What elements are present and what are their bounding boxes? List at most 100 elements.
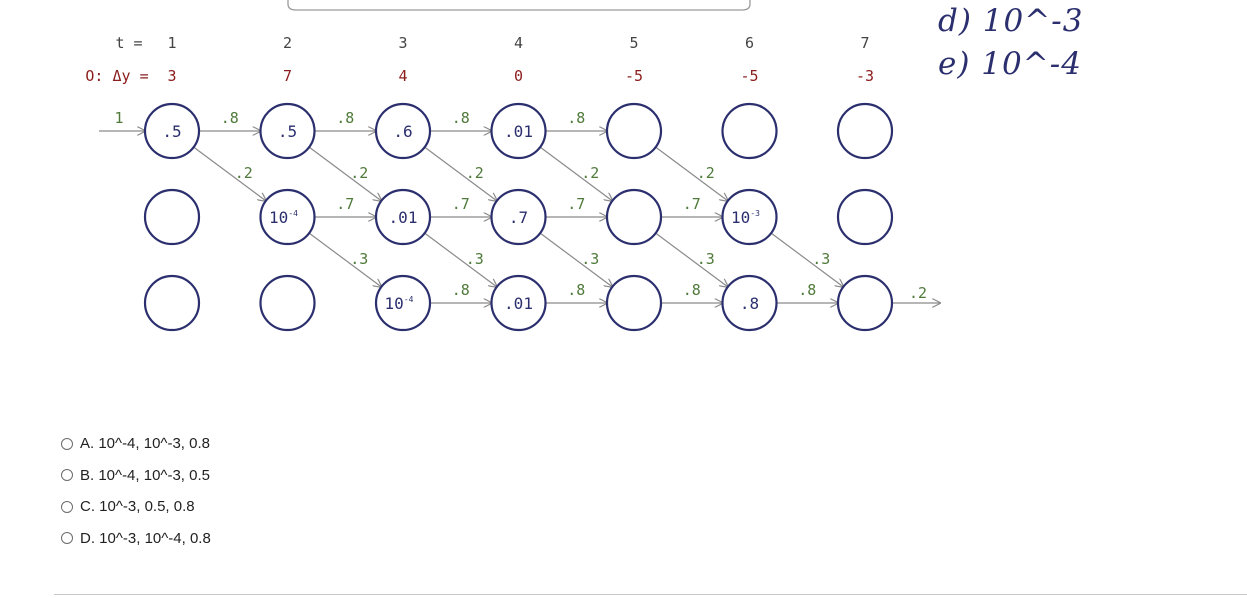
transition-arrow: [308, 146, 381, 201]
transition-probability-label: .7: [336, 195, 354, 213]
state-probability-label: 10-4: [385, 294, 414, 313]
t-label: t =: [115, 34, 142, 52]
choice-a[interactable]: A. 10^-4, 10^-3, 0.8: [61, 428, 211, 460]
transition-arrow: [424, 146, 497, 201]
transition-probability-label: .3: [812, 250, 830, 268]
transition-probability-label: .8: [798, 281, 816, 299]
entry-probability-label: 1: [114, 109, 123, 127]
transition-probability-label: .8: [567, 109, 585, 127]
state-node: [605, 188, 663, 246]
choice-d[interactable]: D. 10^-3, 10^-4, 0.8: [61, 523, 211, 555]
delta-y-value: 4: [398, 67, 407, 85]
transition-arrow: [193, 146, 266, 201]
transition-arrow: [770, 232, 843, 287]
handwritten-note-e: e) 10^-4: [938, 46, 1082, 82]
time-step-label: 6: [745, 34, 754, 52]
state-node: [374, 188, 432, 246]
radio-button-b[interactable]: [61, 469, 73, 482]
state-node: [143, 274, 201, 332]
radio-button-d[interactable]: [61, 532, 73, 545]
state-lattice-diagram: t = O: Δy = 1 3 2 7 3 4 4 0 5 -5 6 -5 7 -3 1 .8 .8 .8 .8 .2.…: [85, 0, 1247, 332]
state-node: [721, 274, 778, 332]
state-node: [143, 188, 201, 246]
state-node: [836, 188, 894, 246]
transition-probability-label: .3: [350, 250, 368, 268]
transition-probability-label: .2: [697, 164, 715, 182]
radio-button-a[interactable]: [61, 437, 73, 450]
transition-probability-label: .8: [683, 281, 701, 299]
choice-b[interactable]: B. 10^-4, 10^-3, 0.5: [61, 460, 211, 492]
time-header: t = O: Δy = 1 3 2 7 3 4 4 0 5 -5 6 -5 7 -3: [85, 34, 874, 85]
state-node: [605, 274, 663, 332]
transition-arrow: [655, 146, 728, 201]
delta-y-value: 3: [167, 67, 176, 85]
state-node: [374, 274, 432, 332]
state-node: [490, 274, 547, 332]
transition-probability-label: .2: [466, 164, 484, 182]
transition-arrow: [424, 232, 497, 287]
transition-arrow: [539, 146, 612, 201]
top-box-edge: [287, 0, 751, 11]
choice-c[interactable]: C. 10^-3, 0.5, 0.8: [61, 491, 211, 523]
delta-y-value: 0: [514, 67, 523, 85]
transition-probability-label: .7: [567, 195, 585, 213]
time-step-label: 4: [514, 34, 523, 52]
choice-d-label: D. 10^-3, 10^-4, 0.8: [80, 529, 211, 547]
state-node: [605, 102, 663, 160]
transition-arrow: [539, 232, 612, 287]
radio-button-c[interactable]: [61, 500, 73, 513]
time-step-label: 5: [629, 34, 638, 52]
transition-probability-label: .3: [466, 250, 484, 268]
time-step-label: 3: [398, 34, 407, 52]
transition-edges: 1.8.8.8.8.2.2.2.2.2.7.7.7.7.3.3.3.3.3.8.…: [99, 109, 940, 303]
delta-y-value: -3: [856, 67, 874, 85]
transition-arrow: [655, 232, 728, 287]
state-node: [836, 102, 894, 160]
delta-y-value: -5: [625, 67, 643, 85]
delta-y-value: 7: [283, 67, 292, 85]
choice-b-label: B. 10^-4, 10^-3, 0.5: [80, 466, 210, 484]
state-probability-label: 10-4: [269, 208, 298, 227]
transition-probability-label: .2: [581, 164, 599, 182]
exit-probability-label: .2: [909, 284, 927, 302]
state-probability-label: 10-3: [731, 208, 760, 227]
state-node: [374, 102, 432, 160]
state-nodes: .5 .5 .6 .01 10-4 .01 .7 10-3 10-4 .01 .8: [143, 102, 894, 332]
state-probability-label: .01: [504, 294, 533, 313]
state-probability-label: .01: [504, 122, 533, 141]
choice-c-label: C. 10^-3, 0.5, 0.8: [80, 498, 195, 516]
time-step-label: 1: [167, 34, 176, 52]
bottom-divider: [54, 594, 1247, 595]
transition-probability-label: .2: [350, 164, 368, 182]
transition-probability-label: .2: [235, 164, 253, 182]
state-node: [490, 102, 547, 160]
delta-y-label: O: Δy =: [85, 67, 148, 85]
transition-probability-label: .8: [221, 109, 239, 127]
state-node: [836, 274, 894, 332]
time-step-label: 2: [283, 34, 292, 52]
transition-probability-label: .8: [452, 109, 470, 127]
state-probability-label: .5: [278, 122, 297, 141]
transition-probability-label: .8: [567, 281, 585, 299]
state-probability-label: .7: [509, 208, 528, 227]
state-node: [490, 188, 547, 246]
handwritten-note-d: d) 10^-3: [938, 3, 1084, 39]
state-probability-label: .01: [389, 208, 418, 227]
state-probability-label: .6: [393, 122, 412, 141]
state-node: [721, 188, 778, 246]
state-node: [259, 102, 316, 160]
choice-a-label: A. 10^-4, 10^-3, 0.8: [80, 435, 210, 453]
transition-probability-label: .3: [581, 250, 599, 268]
transition-probability-label: .8: [336, 109, 354, 127]
transition-probability-label: .7: [683, 195, 701, 213]
state-node: [259, 274, 316, 332]
state-node: [143, 102, 201, 160]
delta-y-value: -5: [740, 67, 758, 85]
state-probability-label: .5: [162, 122, 181, 141]
state-node: [259, 188, 316, 246]
answer-choices: A. 10^-4, 10^-3, 0.8 B. 10^-4, 10^-3, 0.…: [61, 428, 211, 554]
state-node: [721, 102, 778, 160]
transition-arrow: [308, 232, 381, 287]
time-step-label: 7: [860, 34, 869, 52]
